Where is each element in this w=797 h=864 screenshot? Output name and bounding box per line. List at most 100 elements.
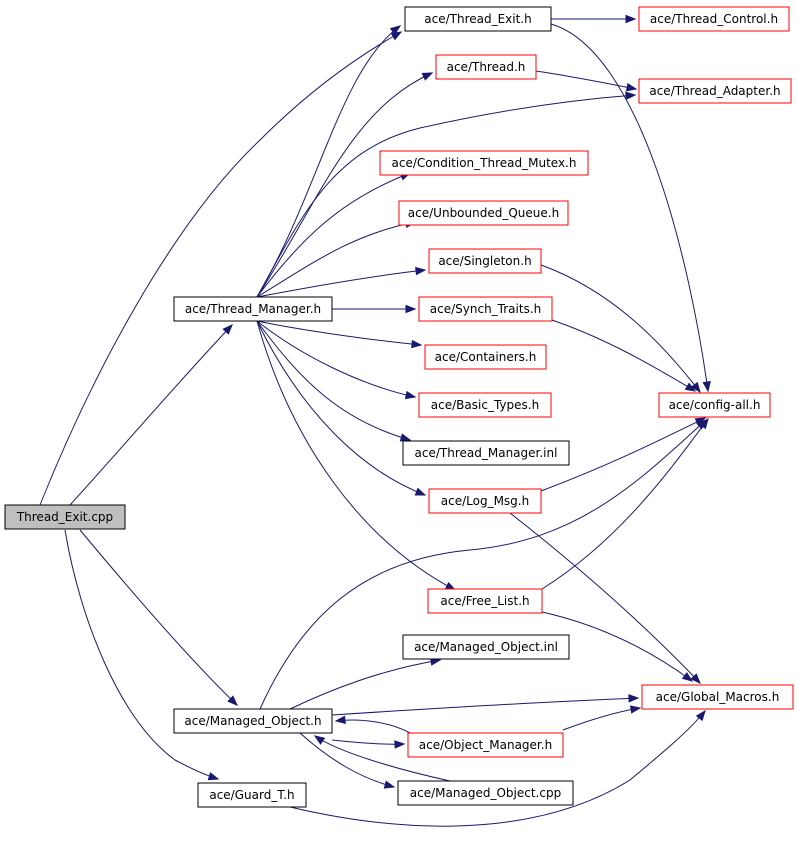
node-box — [638, 6, 790, 32]
node-label: ace/Thread_Exit.h — [424, 12, 531, 26]
edge-line — [256, 221, 416, 298]
node-label: ace/Managed_Object.cpp — [410, 786, 561, 800]
node-label: ace/Managed_Object.inl — [414, 640, 558, 654]
edge-line — [256, 72, 433, 298]
node-label: ace/Free_List.h — [440, 594, 529, 608]
edge-line — [79, 529, 238, 706]
edge-thread_manager_h-to-thread_h — [256, 72, 434, 298]
node-synch-traits-h[interactable]: ace/Synch_Traits.h — [418, 296, 553, 322]
arrowhead — [628, 694, 640, 703]
node-box — [435, 54, 537, 80]
node-thread-exit-h[interactable]: ace/Thread_Exit.h — [404, 6, 552, 32]
edge-thread_manager_h-to-thread_manager_inl — [256, 320, 412, 442]
node-label: ace/Thread_Manager.h — [185, 302, 321, 316]
node-basic-types-h[interactable]: ace/Basic_Types.h — [418, 392, 552, 418]
node-config-all-h[interactable]: ace/config-all.h — [658, 392, 771, 418]
node-label: ace/Object_Manager.h — [419, 738, 552, 752]
edge-object_manager_h-to-global_macros_h — [562, 705, 642, 731]
edge-thread_manager_h-to-basic_types_h — [256, 320, 417, 400]
node-singleton-h[interactable]: ace/Singleton.h — [428, 248, 542, 274]
edge-line — [551, 319, 696, 392]
edges-layer — [39, 14, 711, 827]
node-box — [197, 782, 307, 808]
node-box — [402, 440, 570, 466]
node-box — [428, 248, 542, 274]
node-box — [398, 200, 569, 226]
edge-line — [540, 264, 701, 393]
edge-line — [64, 529, 219, 780]
edge-thread_manager_h-to-synch_traits_h — [332, 304, 417, 314]
edge-line — [69, 324, 233, 506]
node-box — [397, 780, 574, 806]
node-label: ace/Condition_Thread_Mutex.h — [392, 156, 577, 170]
node-object-manager-h[interactable]: ace/Object_Manager.h — [407, 732, 564, 758]
node-unbounded-queue-h[interactable]: ace/Unbounded_Queue.h — [398, 200, 569, 226]
edge-thread_manager_h-to-condition_thread_mutex_h — [256, 172, 412, 298]
arrowhead — [414, 487, 427, 496]
node-thread-h[interactable]: ace/Thread.h — [435, 54, 537, 80]
arrowhead — [404, 390, 417, 400]
node-thread-adapter-h[interactable]: ace/Thread_Adapter.h — [638, 78, 792, 104]
edge-line — [289, 659, 441, 710]
node-label: ace/Managed_Object.h — [184, 714, 321, 728]
arrowhead — [625, 91, 637, 100]
node-managed-object-cpp[interactable]: ace/Managed_Object.cpp — [397, 780, 574, 806]
node-label: ace/Log_Msg.h — [441, 494, 529, 508]
edge-line — [289, 710, 706, 827]
edge-singleton_h-to-config_all_h — [540, 264, 701, 394]
node-box — [424, 344, 547, 370]
edge-line — [335, 719, 411, 734]
edge-managed_object_h-to-managed_object_cpp — [299, 732, 396, 789]
node-managed-object-inl[interactable]: ace/Managed_Object.inl — [402, 634, 570, 660]
node-free-list-h[interactable]: ace/Free_List.h — [427, 588, 543, 614]
edge-managed_object_cpp-to-managed_object_h — [313, 735, 451, 782]
node-box — [173, 708, 333, 734]
edge-managed_object_h-to-managed_object_inl — [289, 657, 442, 710]
edge-line — [540, 417, 706, 492]
edge-managed_object_h-to-global_macros_h — [331, 694, 640, 716]
node-box — [658, 392, 771, 418]
arrowhead — [625, 83, 638, 92]
node-condition-thread-mutex-h[interactable]: ace/Condition_Thread_Mutex.h — [379, 150, 589, 176]
arrowhead — [227, 695, 238, 706]
edge-line — [256, 320, 422, 346]
arrowhead — [421, 72, 434, 81]
arrowhead — [411, 339, 423, 349]
arrowhead — [695, 709, 706, 722]
edge-line — [541, 418, 709, 590]
edge-line — [299, 732, 395, 788]
arrowhead — [399, 433, 412, 442]
edge-line — [256, 320, 416, 398]
node-thread-control-h[interactable]: ace/Thread_Control.h — [638, 6, 790, 32]
node-global-macros-h[interactable]: ace/Global_Macros.h — [641, 684, 794, 710]
arrowhead — [207, 772, 220, 781]
node-managed-object-h[interactable]: ace/Managed_Object.h — [173, 708, 333, 734]
arrowhead — [222, 323, 233, 335]
node-label: ace/Synch_Traits.h — [430, 302, 541, 316]
node-thread-manager-h[interactable]: ace/Thread_Manager.h — [173, 296, 333, 322]
arrowhead — [702, 381, 711, 393]
node-box — [638, 78, 792, 104]
edge-free_list_h-to-global_macros_h — [541, 611, 694, 682]
edge-line — [314, 735, 451, 782]
edge-line — [256, 172, 411, 298]
edge-managed_object_h-to-config_all_h — [259, 419, 708, 710]
node-label: ace/Guard_T.h — [209, 788, 294, 802]
node-box — [404, 6, 552, 32]
node-label: ace/Thread.h — [447, 60, 526, 74]
node-log-msg-h[interactable]: ace/Log_Msg.h — [428, 488, 542, 514]
edge-thread_exit_cpp-to-thread_manager_h — [69, 323, 233, 506]
node-box — [402, 634, 570, 660]
node-label: ace/Singleton.h — [438, 254, 531, 268]
arrowhead — [690, 381, 701, 394]
edge-object_manager_h-to-managed_object_h — [334, 715, 411, 734]
node-label: ace/Containers.h — [435, 350, 537, 364]
node-containers-h[interactable]: ace/Containers.h — [424, 344, 547, 370]
edge-thread_exit_cpp-to-managed_object_h — [79, 529, 238, 706]
node-guard-t-h[interactable]: ace/Guard_T.h — [197, 782, 307, 808]
edge-thread_manager_h-to-thread_exit_h — [256, 25, 402, 298]
node-thread-manager-inl[interactable]: ace/Thread_Manager.inl — [402, 440, 570, 466]
edge-line — [535, 70, 637, 90]
